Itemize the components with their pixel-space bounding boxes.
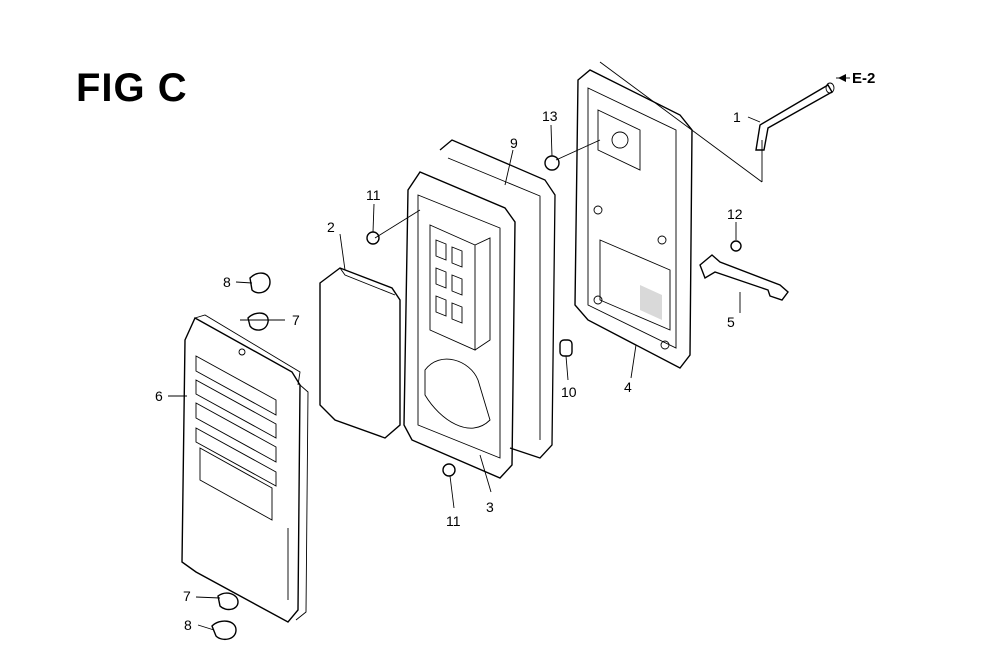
- nut-11-upper: [366, 231, 380, 245]
- air-cleaner-case: [403, 171, 516, 479]
- callout-11-lower: 11: [446, 513, 461, 529]
- callout-13: 13: [542, 108, 558, 124]
- clip-8-upper: [249, 272, 271, 294]
- hardware-parts: [211, 155, 742, 641]
- air-cleaner-base-plate: [574, 69, 693, 369]
- air-cleaner-gasket: [439, 139, 556, 459]
- callout-5: 5: [727, 314, 735, 330]
- clip-7-lower: [217, 592, 239, 611]
- callout-8-upper: 8: [223, 274, 231, 290]
- callout-9: 9: [510, 135, 518, 151]
- callout-7-upper: 7: [292, 312, 300, 328]
- breather-tube: [599, 61, 835, 183]
- callout-7-lower: 7: [183, 588, 191, 604]
- leader-lines: [168, 77, 850, 631]
- grommet-10: [559, 339, 573, 357]
- callout-11-upper: 11: [366, 187, 381, 203]
- clip-7-upper: [247, 312, 269, 331]
- arrow-icon: [838, 74, 846, 82]
- callout-4: 4: [624, 379, 632, 395]
- callout-6: 6: [155, 388, 163, 404]
- nut-12: [730, 240, 742, 252]
- mounting-bracket: [699, 254, 789, 301]
- nut-13: [544, 155, 560, 171]
- callout-10: 10: [561, 384, 577, 400]
- reference-label: E-2: [852, 70, 875, 87]
- foam-filter-element: [319, 267, 401, 439]
- callout-labels: 1 2 3 4 5 6 7 7 8 8 9 10 11 11 12 13 E-2: [155, 70, 875, 633]
- nut-11-lower: [442, 463, 456, 477]
- callout-12: 12: [727, 206, 743, 222]
- callout-2: 2: [327, 219, 335, 235]
- callout-3: 3: [486, 499, 494, 515]
- callout-1: 1: [733, 109, 741, 125]
- callout-8-lower: 8: [184, 617, 192, 633]
- clip-8-lower: [211, 620, 237, 641]
- air-cleaner-cover: [181, 314, 309, 623]
- figure-title: FIG C: [76, 66, 188, 110]
